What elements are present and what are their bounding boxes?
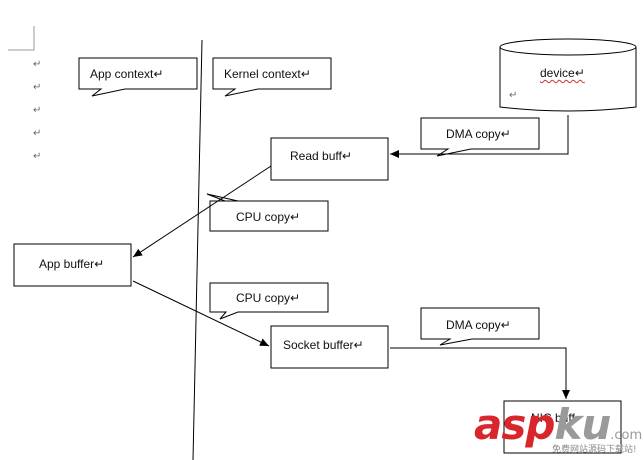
arrow-device-to-read-buff	[390, 115, 569, 158]
dma-copy-label-bottom: DMA copy↵	[446, 318, 511, 332]
device-label: device↵	[540, 66, 585, 80]
app-context-callout	[78, 57, 198, 97]
arrow-socket-buffer-to-nic	[390, 347, 570, 399]
socket-buffer-box	[270, 325, 389, 369]
device-paragraph-mark: ↵	[509, 90, 518, 101]
app-buffer-box	[13, 243, 132, 287]
paragraph-mark: ↵	[33, 105, 42, 116]
paragraph-mark: ↵	[33, 59, 42, 70]
paragraph-mark: ↵	[33, 151, 42, 162]
context-divider-line	[192, 39, 203, 460]
cpu-copy-callout-lower	[209, 282, 329, 320]
arrow-app-buffer-to-socket-buffer	[132, 280, 270, 347]
paragraph-mark: ↵	[33, 128, 42, 139]
app-buffer-label: App buffer↵	[39, 257, 105, 271]
arrow-read-buff-to-app-buffer	[132, 165, 272, 258]
cpu-copy-label-lower: CPU copy↵	[236, 291, 301, 305]
socket-buffer-label: Socket buffer↵	[283, 338, 364, 352]
dma-copy-label-top: DMA copy↵	[446, 127, 511, 141]
read-buff-label: Read buff↵	[290, 149, 352, 163]
dma-copy-callout-bottom	[420, 307, 540, 346]
device-cylinder	[499, 38, 637, 112]
cpu-copy-callout-upper	[206, 193, 329, 232]
paragraph-mark: ↵	[33, 82, 42, 93]
app-context-label: App context↵	[90, 67, 164, 81]
kernel-context-label: Kernel context↵	[224, 67, 311, 81]
dma-copy-callout-top	[420, 117, 540, 157]
page-corner-mark	[8, 26, 35, 51]
watermark-subtitle: 免费网站源码下载站!	[552, 445, 637, 455]
kernel-context-callout	[212, 57, 332, 97]
nic-buff-box	[503, 400, 622, 454]
nic-buff-label: NIC buff	[531, 411, 575, 425]
read-buff-box	[270, 137, 389, 181]
cpu-copy-label-upper: CPU copy↵	[236, 210, 301, 224]
aspku-watermark-logo: aspku.com	[474, 400, 643, 449]
